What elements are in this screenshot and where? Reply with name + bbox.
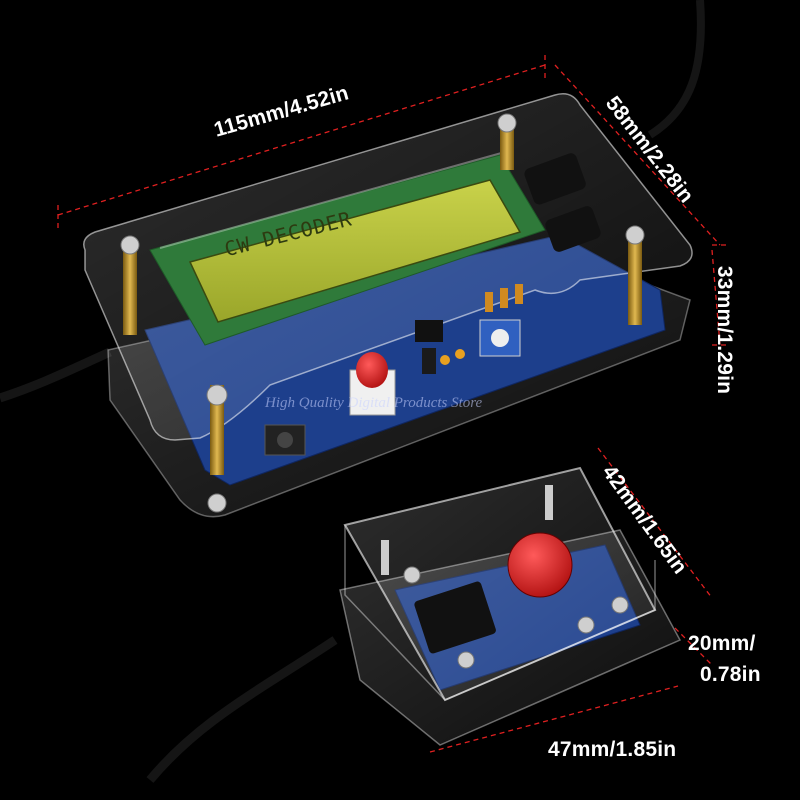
lcd-screen [188,179,522,323]
dimension-lines [57,55,728,753]
standoff [545,485,553,520]
standoff [123,245,137,335]
audio-jack [524,153,586,205]
dim-decoder-height: 33mm/1.29in [713,265,737,395]
standoff [500,120,514,170]
key-cable [146,636,338,783]
ic-chip [415,320,443,342]
red-key-button [508,533,572,597]
dim-key-length: 47mm/1.85in [548,738,677,761]
decoder-cable-top [647,0,705,139]
red-push-button [356,352,388,388]
standoff [381,540,389,575]
store-watermark: High Quality Digital Products Store [265,395,483,411]
standoff [210,385,224,475]
dim-key-height-1: 20mm/ [688,632,756,655]
audio-jack [545,206,601,252]
decoder-cable [0,347,112,403]
key-jack [414,581,496,654]
standoff [628,235,642,325]
key-acrylic-case [343,466,657,702]
dim-key-height-2: 0.78in [700,663,761,686]
